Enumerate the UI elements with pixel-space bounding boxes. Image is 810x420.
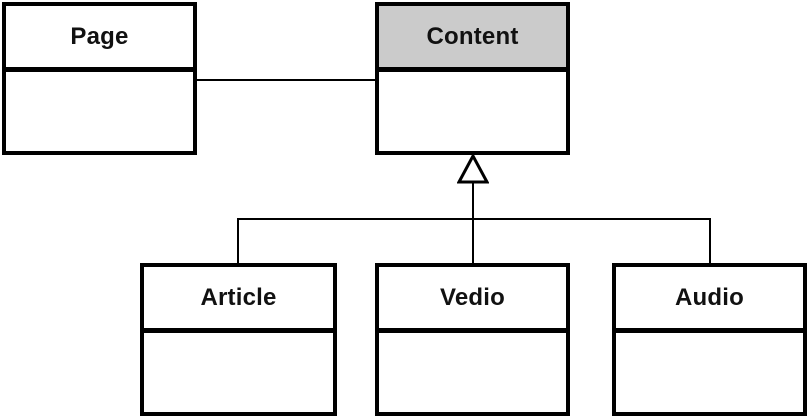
class-name-label: Vedio (439, 283, 506, 311)
class-header-article: Article (144, 267, 333, 333)
class-node-audio[interactable]: Audio (612, 263, 807, 416)
class-name-label: Page (70, 22, 129, 50)
class-name-label: Content (426, 22, 519, 50)
class-header-audio: Audio (616, 267, 803, 333)
generalization-drop-article (237, 218, 239, 265)
class-name-label: Article (200, 283, 277, 311)
class-node-vedio[interactable]: Vedio (375, 263, 570, 416)
class-attributes-audio (616, 333, 803, 412)
association-line-page-content (197, 79, 377, 81)
inheritance-triangle-icon (457, 154, 489, 184)
class-attributes-article (144, 333, 333, 412)
class-node-page[interactable]: Page (2, 2, 197, 155)
class-attributes-content (379, 72, 566, 151)
generalization-stem-vedio (472, 181, 474, 265)
generalization-horizontal-line (237, 218, 711, 220)
class-header-page: Page (6, 6, 193, 72)
class-node-content[interactable]: Content (375, 2, 570, 155)
class-header-content: Content (379, 6, 566, 72)
class-attributes-vedio (379, 333, 566, 412)
class-attributes-page (6, 72, 193, 151)
class-name-label: Audio (675, 283, 744, 311)
class-node-article[interactable]: Article (140, 263, 337, 416)
generalization-drop-audio (709, 218, 711, 265)
class-header-vedio: Vedio (379, 267, 566, 333)
